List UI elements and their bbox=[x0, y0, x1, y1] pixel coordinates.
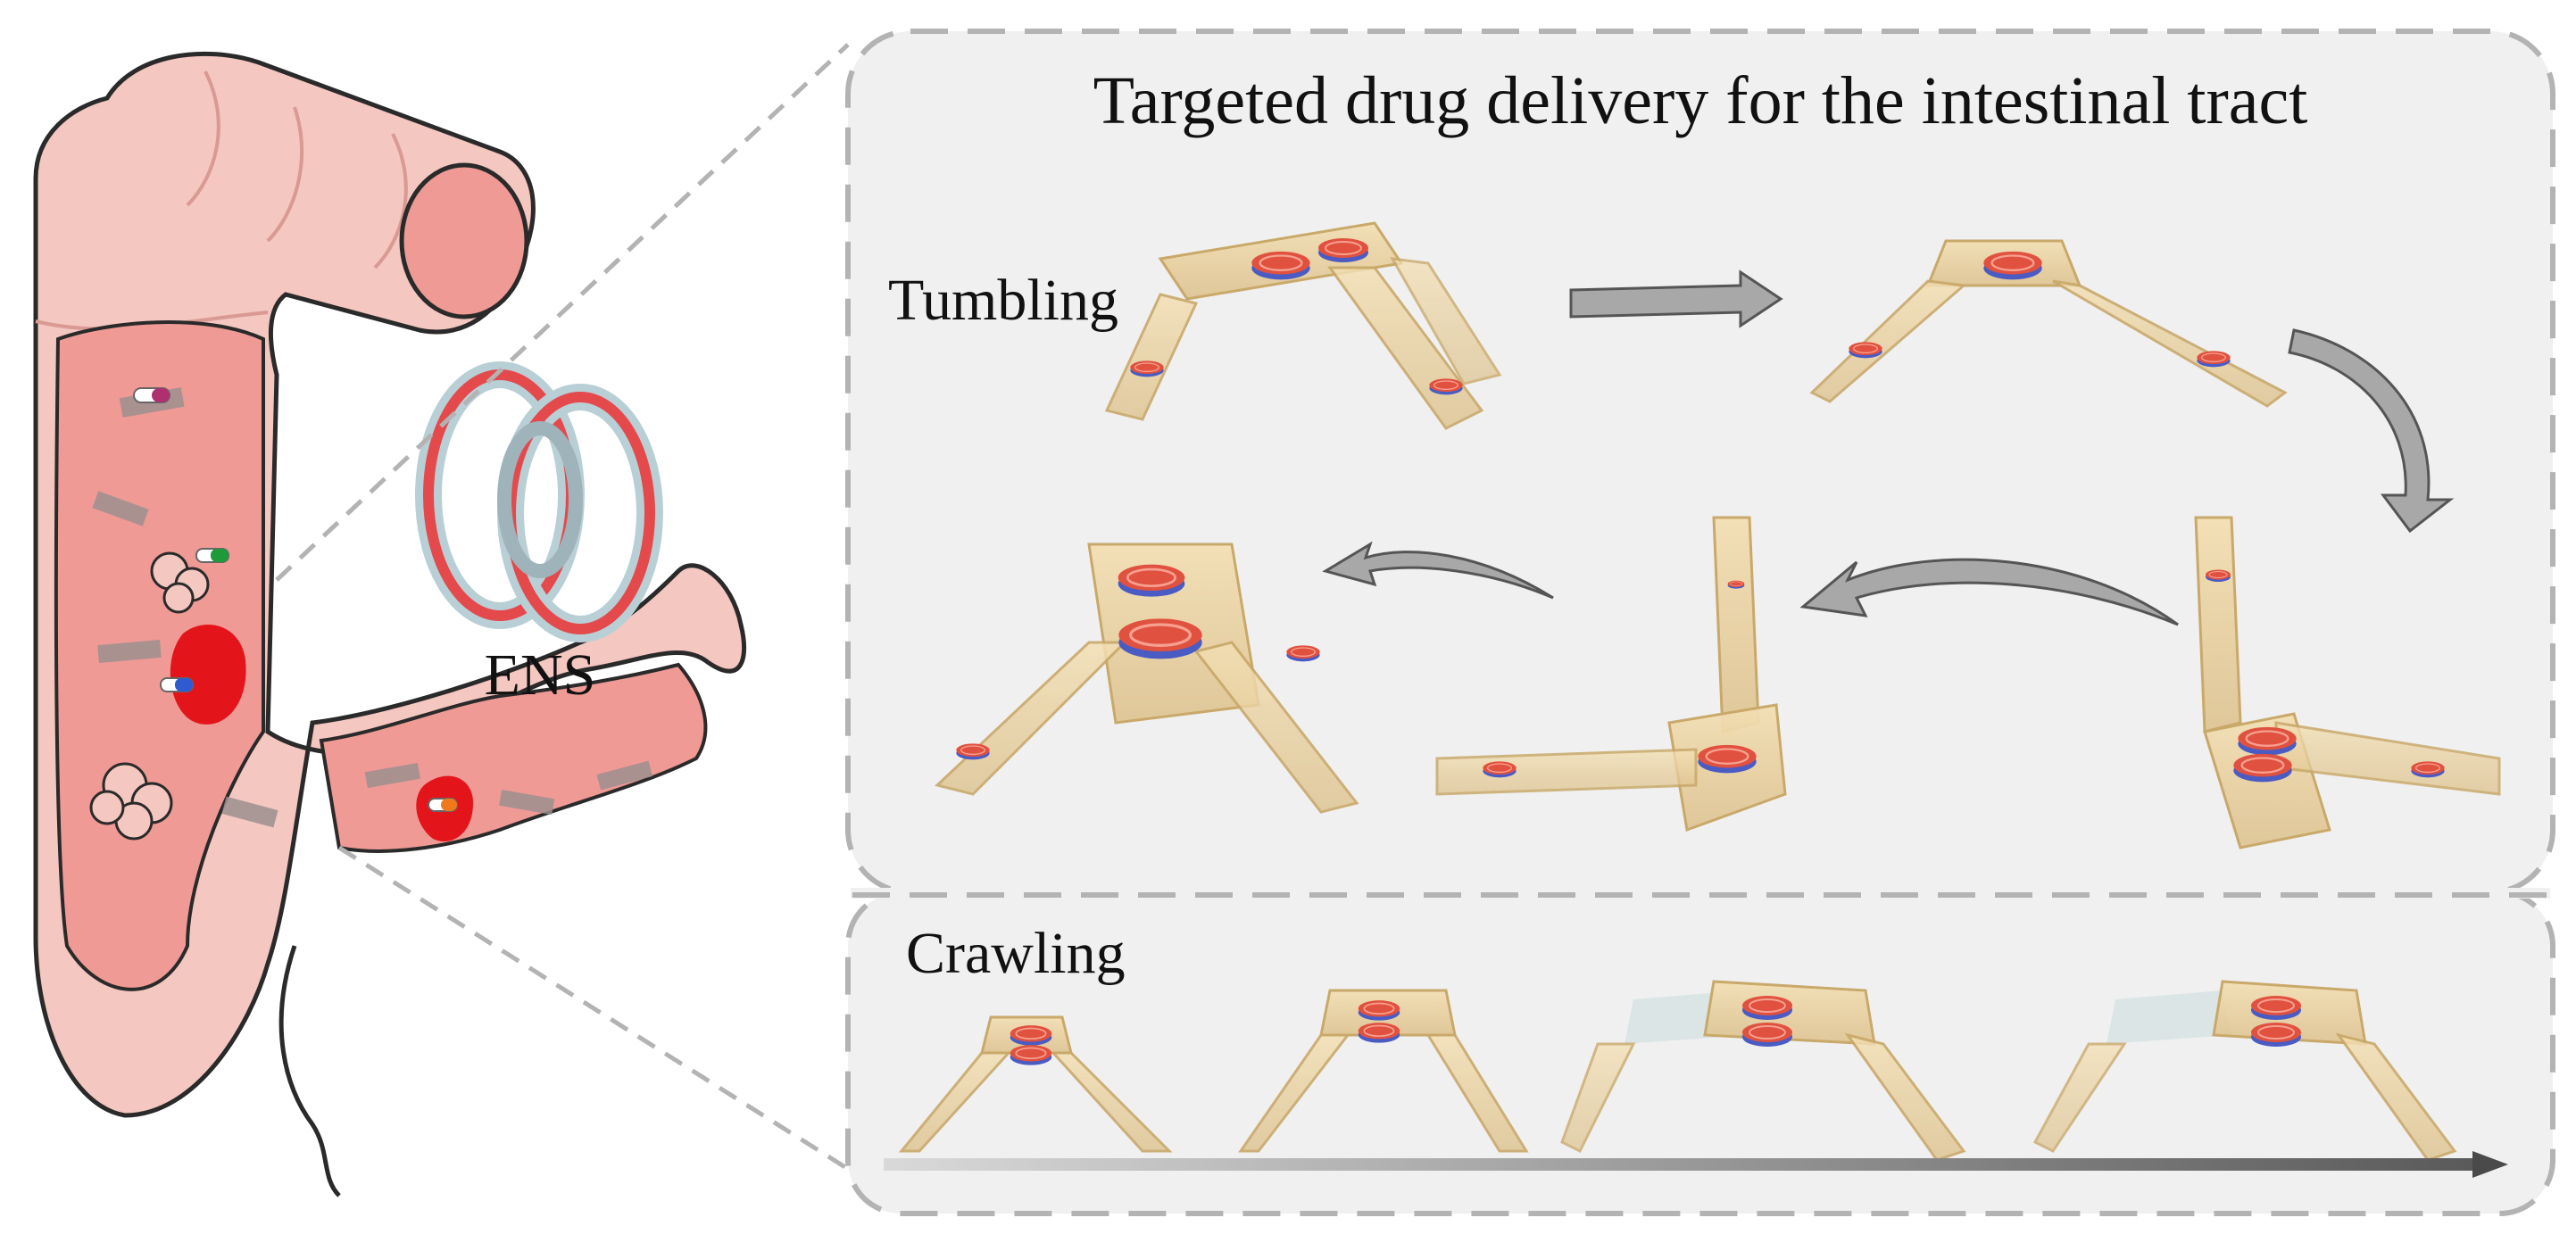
robot-crawling-2 bbox=[1238, 989, 1529, 1153]
robot-tumbling-3 bbox=[2194, 516, 2501, 849]
robot-tumbling-2 bbox=[1809, 239, 2288, 408]
robot-crawling-3 bbox=[1560, 980, 1966, 1162]
ens-label: ENS bbox=[485, 642, 596, 708]
robot-tumbling-4 bbox=[1435, 516, 1787, 833]
crawling-label: Crawling bbox=[906, 921, 1126, 986]
zoom-guide-lines bbox=[275, 43, 850, 1172]
capsules bbox=[133, 387, 458, 812]
arrow-right bbox=[1569, 269, 1783, 328]
crawling-panel bbox=[845, 888, 2555, 1216]
intestine-illustration bbox=[33, 51, 747, 1197]
robot-tumbling-1 bbox=[1104, 221, 1502, 430]
panel-title: Targeted drug delivery for the intestina… bbox=[1093, 63, 2308, 138]
colon-lumen bbox=[399, 162, 529, 319]
tumbling-label: Tumbling bbox=[888, 268, 1118, 333]
robot-crawling-4 bbox=[2032, 980, 2457, 1162]
time-arrow bbox=[884, 1151, 2508, 1178]
process-arrows bbox=[1322, 269, 2455, 626]
arrow-curve-down bbox=[2288, 328, 2455, 534]
haustra-lines bbox=[35, 70, 408, 331]
ens-ring-icon bbox=[415, 361, 663, 642]
robot-crawling-1 bbox=[898, 1015, 1173, 1153]
lesion-1 bbox=[170, 625, 246, 725]
arrow-curve-left-1 bbox=[1799, 558, 2179, 626]
arrow-curve-left-2 bbox=[1322, 541, 1554, 600]
rectum-tail bbox=[278, 945, 341, 1197]
small-bowel-coils bbox=[89, 551, 210, 841]
robot-tumbling-5 bbox=[934, 543, 1359, 814]
